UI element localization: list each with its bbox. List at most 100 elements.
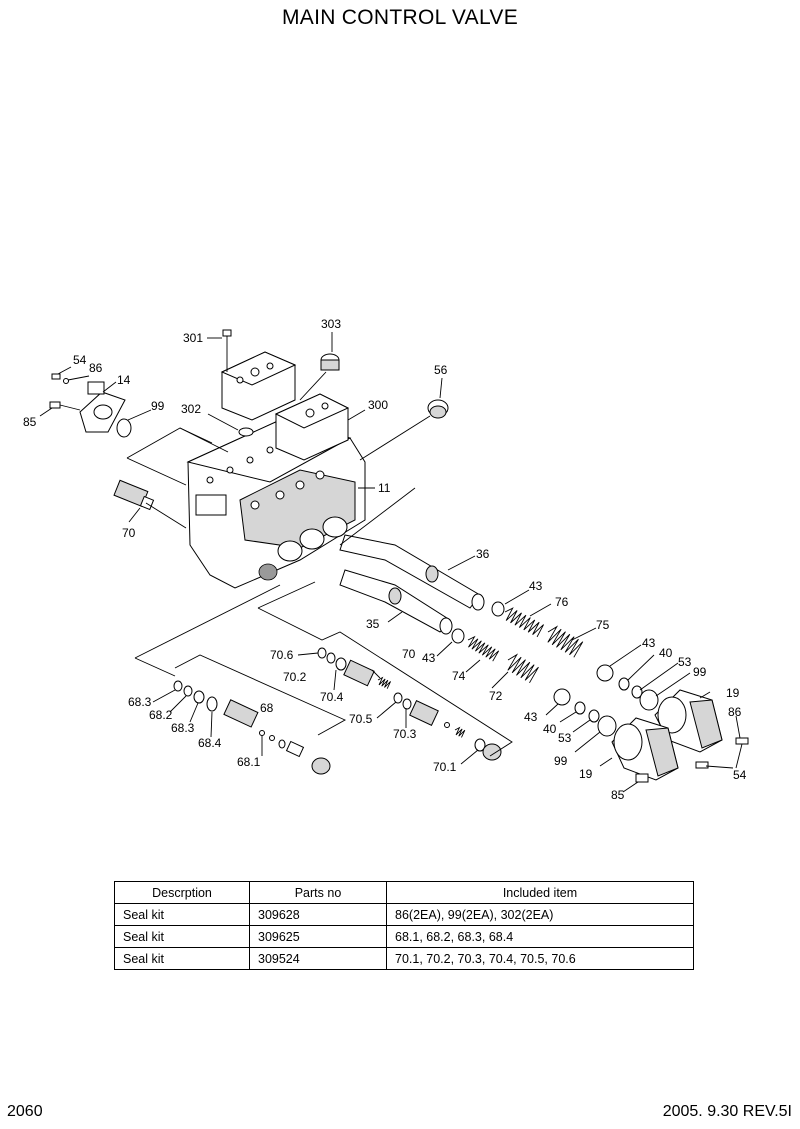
ring-53-a [631,685,643,699]
callout-99: 99 [554,754,568,768]
o-ring-302 [238,427,254,437]
leader-lines [39,332,743,793]
cell-parts-no: 309524 [249,947,387,970]
callout-labels: 301 303 54 86 14 85 99 302 300 56 11 70 … [23,317,747,802]
callout-68-3: 68.3 [128,695,152,709]
callout-36: 36 [476,547,490,561]
o-ring-99-upper [116,418,132,438]
cell-included-item: 70.1, 70.2, 70.3, 70.4, 70.5, 70.6 [386,947,694,970]
valve-70-group [317,647,502,761]
callout-72: 72 [489,689,503,703]
column-header-description: Descrption [114,881,250,904]
callout-19: 19 [726,686,740,700]
bolt-301 [222,329,232,372]
callout-86: 86 [728,705,742,719]
seat-43-c [596,664,614,682]
callout-68-2: 68.2 [149,708,173,722]
callout-68-4: 68.4 [198,736,222,750]
callout-302: 302 [181,402,201,416]
callout-35: 35 [366,617,380,631]
callout-40: 40 [543,722,557,736]
spool-36 [339,534,485,611]
table-row: Seal kit 309524 70.1, 70.2, 70.3, 70.4, … [114,947,694,970]
callout-300: 300 [368,398,388,412]
spool-35 [339,569,453,635]
spring-76 [504,607,545,638]
cover-block-300 [274,393,350,461]
flange-14 [49,373,126,433]
callout-56: 56 [434,363,448,377]
o-ring-99-lower [597,715,617,737]
o-ring-99-right [639,689,659,711]
callout-70: 70 [122,526,136,540]
table-header-row: Descrption Parts no Included item [114,881,694,904]
ring-40-a [618,677,630,691]
callout-68-3: 68.3 [171,721,195,735]
callout-14: 14 [117,373,131,387]
cell-included-item: 86(2EA), 99(2EA), 302(2EA) [386,903,694,926]
valve-68-group [173,680,331,775]
spring-74 [467,635,500,662]
cell-parts-no: 309628 [249,903,387,926]
callout-68: 68 [260,701,274,715]
callout-70-6: 70.6 [270,648,294,662]
callout-99: 99 [693,665,707,679]
callout-70: 70 [402,647,416,661]
seal-kit-table: Descrption Parts no Included item Seal k… [114,881,694,970]
callout-53: 53 [558,731,572,745]
cap-19-lower [611,717,679,781]
callout-53: 53 [678,655,692,669]
cover-block-upper [220,351,297,421]
callout-70-2: 70.2 [283,670,307,684]
callout-303: 303 [321,317,341,331]
cell-description: Seal kit [114,903,250,926]
bolt-85-lower [635,773,649,783]
ring-53-b [588,709,600,723]
exploded-parts-diagram: 301 303 54 86 14 85 99 302 300 56 11 70 … [23,317,749,802]
callout-43: 43 [524,710,538,724]
callout-70-5: 70.5 [349,712,373,726]
callout-75: 75 [596,618,610,632]
callout-70-3: 70.3 [393,727,417,741]
cell-description: Seal kit [114,925,250,948]
callout-43: 43 [422,651,436,665]
relief-valve-70 [113,479,155,511]
callout-85: 85 [23,415,37,429]
plug-56 [427,399,449,419]
column-header-parts-no: Parts no [249,881,387,904]
page-number: 2060 [7,1103,43,1120]
page-title: MAIN CONTROL VALVE [281,6,519,29]
plug-303 [320,353,340,371]
table-row: Seal kit 309625 68.1, 68.2, 68.3, 68.4 [114,925,694,948]
bolt-54-right [695,761,709,769]
ring-40-b [574,701,586,715]
revision-date: 2005. 9.30 REV.5I [662,1103,792,1120]
retainer-43-b [451,628,465,644]
cell-included-item: 68.1, 68.2, 68.3, 68.4 [386,925,694,948]
callout-86: 86 [89,361,103,375]
cell-description: Seal kit [114,947,250,970]
callout-76: 76 [555,595,569,609]
callout-11: 11 [378,481,391,495]
callout-40: 40 [659,646,673,660]
callout-85: 85 [611,788,625,802]
callout-19: 19 [579,767,593,781]
column-header-included-item: Included item [386,881,694,904]
valve-body [186,419,366,589]
callout-68-1: 68.1 [237,755,261,769]
callout-54: 54 [733,768,747,782]
callout-301: 301 [183,331,203,345]
retainer-43-a [491,601,505,617]
assembly-guide-lines [126,371,513,757]
spring-75 [547,625,584,658]
callout-43: 43 [642,636,656,650]
callout-74: 74 [452,669,466,683]
cell-parts-no: 309625 [249,925,387,948]
seat-43-d [553,688,571,706]
spring-72 [507,653,539,684]
bolt-86-right [735,737,749,745]
cap-19-upper [654,689,723,753]
table-row: Seal kit 309628 86(2EA), 99(2EA), 302(2E… [114,903,694,926]
callout-54: 54 [73,353,87,367]
callout-70-4: 70.4 [320,690,344,704]
